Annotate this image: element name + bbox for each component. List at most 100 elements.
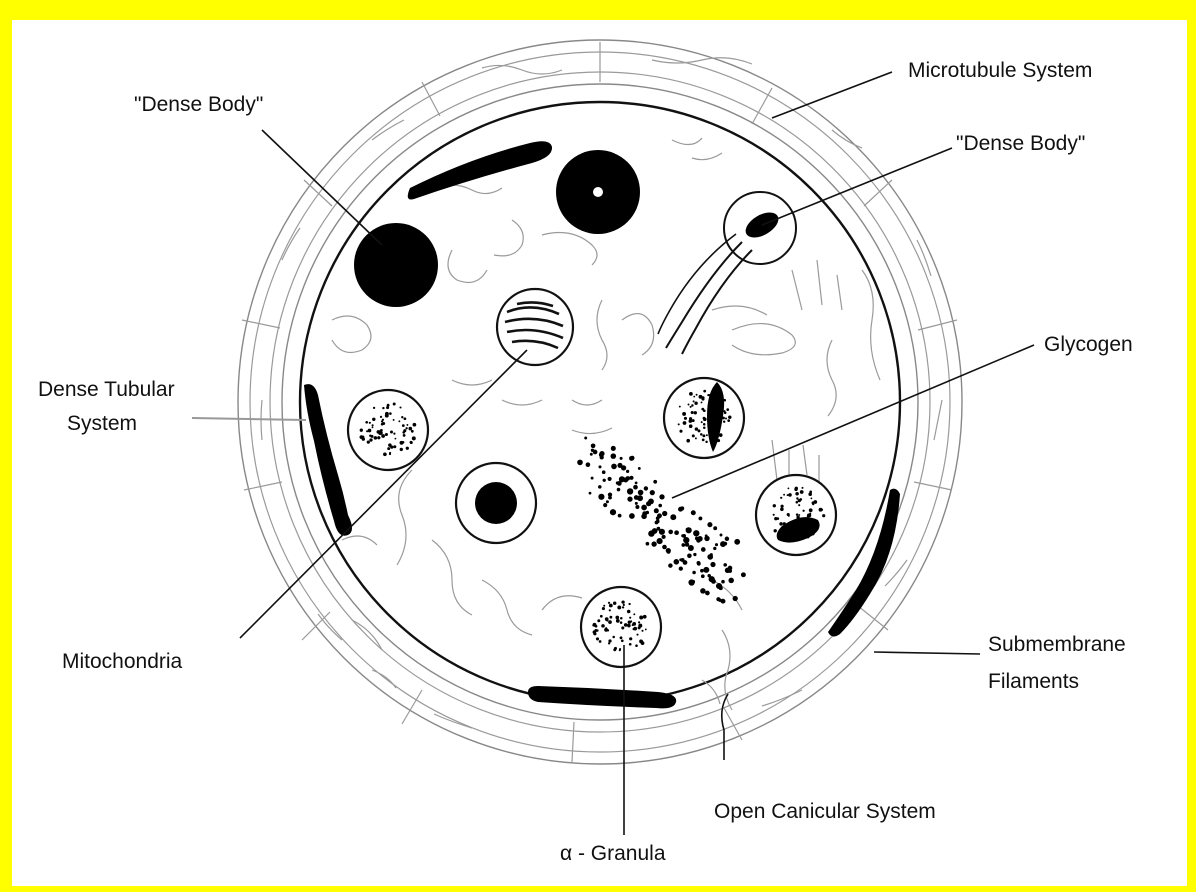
speckle-dot [795,492,799,496]
speckle-dot [389,412,392,415]
glycogen-dot [603,479,606,482]
glycogen-dot [705,591,710,596]
speckle-dot [389,453,391,455]
speckle-dot [369,422,371,424]
glycogen-dot [658,504,662,508]
speckle-dot [628,621,631,624]
glycogen-dot [700,588,706,594]
speckle-dot [783,494,785,496]
speckle-dot [811,532,814,535]
glycogen-dot [626,470,629,473]
glycogen-dot [707,554,713,560]
speckle-dot [774,529,777,532]
label-dense-tubular-2: System [67,412,137,435]
glycogen-dot [723,542,727,546]
glycogen-dot [635,481,638,484]
glycogen-dot [611,446,616,451]
speckle-dot [807,513,811,517]
glycogen-dot [608,492,612,496]
speckle-dot [689,392,693,396]
glycogen-dot [701,574,705,578]
speckle-dot [805,527,807,529]
glycogen-dot [698,516,702,520]
glycogen-dot [617,463,622,468]
speckle-dot [629,617,631,619]
speckle-dot [714,424,716,426]
glycogen-dot [668,530,673,535]
speckle-dot [801,487,803,489]
speckle-dot [385,433,388,436]
glycogen-dot [687,554,692,559]
speckle-dot [784,536,788,540]
glycogen-dot [620,457,623,460]
dense-body-right [658,192,796,354]
glycogen-dot [591,443,596,448]
speckle-dot [822,514,825,517]
speckle-dot [702,439,705,442]
speckle-dot [619,649,621,651]
glycogen-dot [611,453,617,459]
speckle-dot [393,419,395,421]
granules [348,378,836,667]
speckle-dot [692,419,695,422]
glycogen-dot [627,488,633,494]
speckle-dot [703,409,706,412]
glycogen-dot [670,514,676,520]
speckle-dot [802,521,804,523]
speckle-dot [815,527,817,529]
speckle-dot [360,429,363,432]
speckle-dot [806,524,809,527]
glycogen-dot [681,558,685,562]
speckle-dot [635,644,638,647]
speckle-dot [597,619,600,622]
platelet-diagram: "Dense Body" Microtubule System "Dense B… [12,20,1187,886]
speckle-dot [367,440,370,443]
speckle-dot [639,616,643,620]
speckle-dot [379,431,383,435]
speckle-dot [787,487,789,489]
glycogen-dot [685,542,689,546]
speckle-dot [641,641,645,645]
speckle-dot [608,620,612,624]
speckle-dot [706,434,708,436]
glycogen-dot [657,538,663,544]
speckle-dot [723,410,725,412]
glycogen-dot [688,545,694,551]
glycogen-dot [651,541,656,546]
speckle-dot [726,408,729,411]
speckle-dot [703,390,706,393]
speckle-dot [678,423,680,425]
glycogen-dot [608,477,612,481]
speckle-dot [721,405,724,408]
speckle-dot [383,452,387,456]
speckle-dot [780,508,784,512]
speckle-dot [381,423,384,426]
speckle-dot [703,423,706,426]
glycogen-dot [681,543,685,547]
speckle-dot [789,521,792,524]
glycogen-dot [697,536,702,541]
speckle-dot [592,624,594,626]
speckle-dot [788,493,792,497]
speckle-dot [684,417,687,420]
glycogen-dot [598,494,604,500]
glycogen-dot [725,537,729,541]
speckle-dot [373,407,375,409]
speckle-dot [802,526,805,529]
glycogen-dot [646,511,650,515]
glycogen-dot [646,542,650,546]
glycogen-dot [617,488,621,492]
glycogen-dot [641,505,647,511]
speckle-dot [600,615,603,618]
speckle-dot [796,537,799,540]
speckle-dot [643,615,647,619]
glycogen-dot [662,511,667,516]
speckle-dot [620,636,623,639]
speckle-dot [636,634,638,636]
speckle-dot [716,422,719,425]
speckle-dot [717,439,720,442]
diagram-canvas: "Dense Body" Microtubule System "Dense B… [12,20,1187,886]
speckle-dot [629,643,632,646]
glycogen-dot [662,535,666,539]
speckle-dot [612,636,615,639]
